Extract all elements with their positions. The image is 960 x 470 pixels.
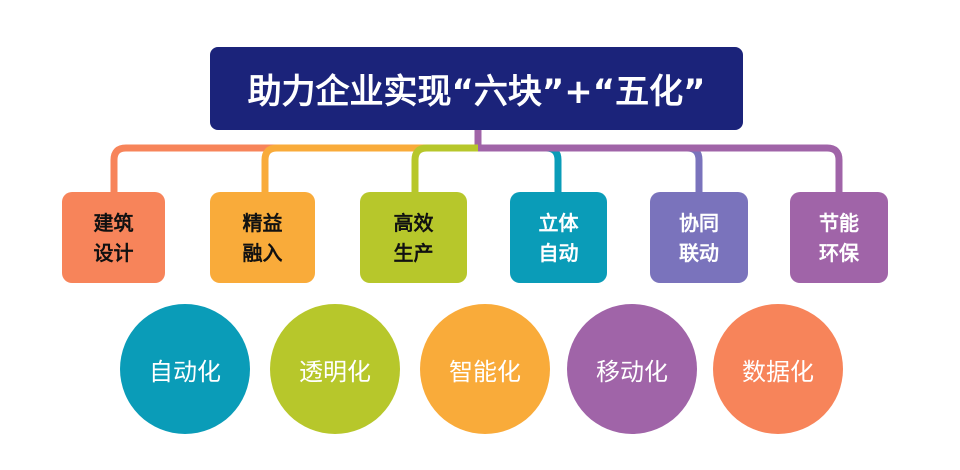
block-line2: 融入 xyxy=(242,240,283,265)
circle-3: 智能化 xyxy=(420,304,550,434)
connector-5 xyxy=(478,144,703,194)
circle-label: 透明化 xyxy=(299,357,371,386)
block-2: 精益融入 xyxy=(210,192,315,283)
block-line1: 节能 xyxy=(819,210,859,235)
connector-3 xyxy=(411,144,478,194)
circle-label: 移动化 xyxy=(596,357,668,386)
circle-label: 自动化 xyxy=(149,357,221,386)
block-1: 建筑设计 xyxy=(62,192,165,283)
block-6: 节能环保 xyxy=(790,192,888,283)
block-line2: 生产 xyxy=(393,240,434,265)
block-3: 高效生产 xyxy=(360,192,467,283)
connector-4 xyxy=(478,144,562,194)
block-line2: 自动 xyxy=(538,240,579,265)
block-line1: 建筑 xyxy=(93,210,134,235)
connector-2 xyxy=(261,144,478,194)
block-line2: 设计 xyxy=(93,240,134,265)
circle-label: 数据化 xyxy=(742,357,814,386)
circle-5: 数据化 xyxy=(713,304,843,434)
circle-label: 智能化 xyxy=(449,357,521,386)
block-line1: 高效 xyxy=(393,210,434,235)
circle-1: 自动化 xyxy=(120,304,250,434)
block-line2: 环保 xyxy=(819,240,859,265)
block-5: 协同联动 xyxy=(650,192,748,283)
block-line2: 联动 xyxy=(679,240,719,265)
circle-2: 透明化 xyxy=(270,304,400,434)
main-title: 助力企业实现“六块”+“五化” xyxy=(210,47,743,130)
connector-1 xyxy=(110,144,478,194)
block-line1: 立体 xyxy=(538,210,579,235)
connector-6 xyxy=(478,144,843,194)
block-line1: 精益 xyxy=(242,210,283,235)
circle-4: 移动化 xyxy=(567,304,697,434)
block-line1: 协同 xyxy=(679,210,719,235)
block-4: 立体自动 xyxy=(510,192,607,283)
